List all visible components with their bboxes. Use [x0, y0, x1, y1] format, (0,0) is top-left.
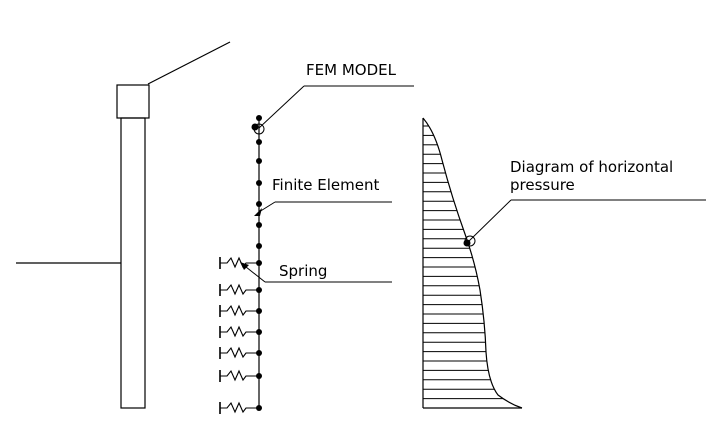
pressure-diagram	[422, 117, 523, 409]
spring-element	[219, 325, 259, 338]
leader-line	[258, 201, 276, 213]
fem-node	[256, 243, 262, 249]
spring-element	[219, 283, 259, 296]
leader-arrow	[240, 262, 249, 270]
pressure-curve	[422, 117, 523, 409]
leader-spring	[240, 262, 392, 283]
label-pressure-line2: pressure	[510, 176, 575, 194]
fem-node	[256, 139, 262, 145]
pile-structure	[16, 41, 231, 409]
spring-zigzag	[220, 401, 259, 414]
spring-element	[219, 304, 259, 317]
fem-node	[256, 222, 262, 228]
fem-node	[256, 115, 262, 121]
pressure-hatching	[423, 125, 503, 400]
leader-target-dot	[251, 123, 259, 131]
spring-element	[219, 369, 259, 382]
leader-pressure	[463, 199, 706, 247]
leader-target-dot	[463, 239, 471, 247]
spring-element	[219, 256, 259, 269]
spring-element	[219, 401, 259, 414]
spring-zigzag	[220, 304, 259, 317]
label-pressure-line1: Diagram of horizontal	[510, 158, 673, 176]
spring-zigzag	[220, 256, 259, 269]
leader-finite-element	[254, 201, 392, 216]
spring-zigzag	[220, 369, 259, 382]
fem-node	[256, 158, 262, 164]
leader-arrow	[254, 208, 262, 216]
fem-node	[256, 201, 262, 207]
pile-cap	[116, 84, 150, 119]
pile-shaft	[120, 117, 146, 409]
label-finite-element: Finite Element	[272, 176, 379, 194]
leader-line	[467, 199, 512, 243]
label-spring: Spring	[279, 262, 327, 280]
label-fem-model: FEM MODEL	[306, 61, 397, 79]
leader-fem-model	[251, 85, 414, 135]
spring-zigzag	[220, 325, 259, 338]
support-strut	[147, 41, 231, 85]
fem-springs	[219, 256, 259, 414]
spring-element	[219, 346, 259, 359]
spring-zigzag	[220, 346, 259, 359]
fem-model	[219, 115, 262, 414]
fem-node	[256, 180, 262, 186]
leader-line	[258, 85, 305, 129]
spring-zigzag	[220, 283, 259, 296]
